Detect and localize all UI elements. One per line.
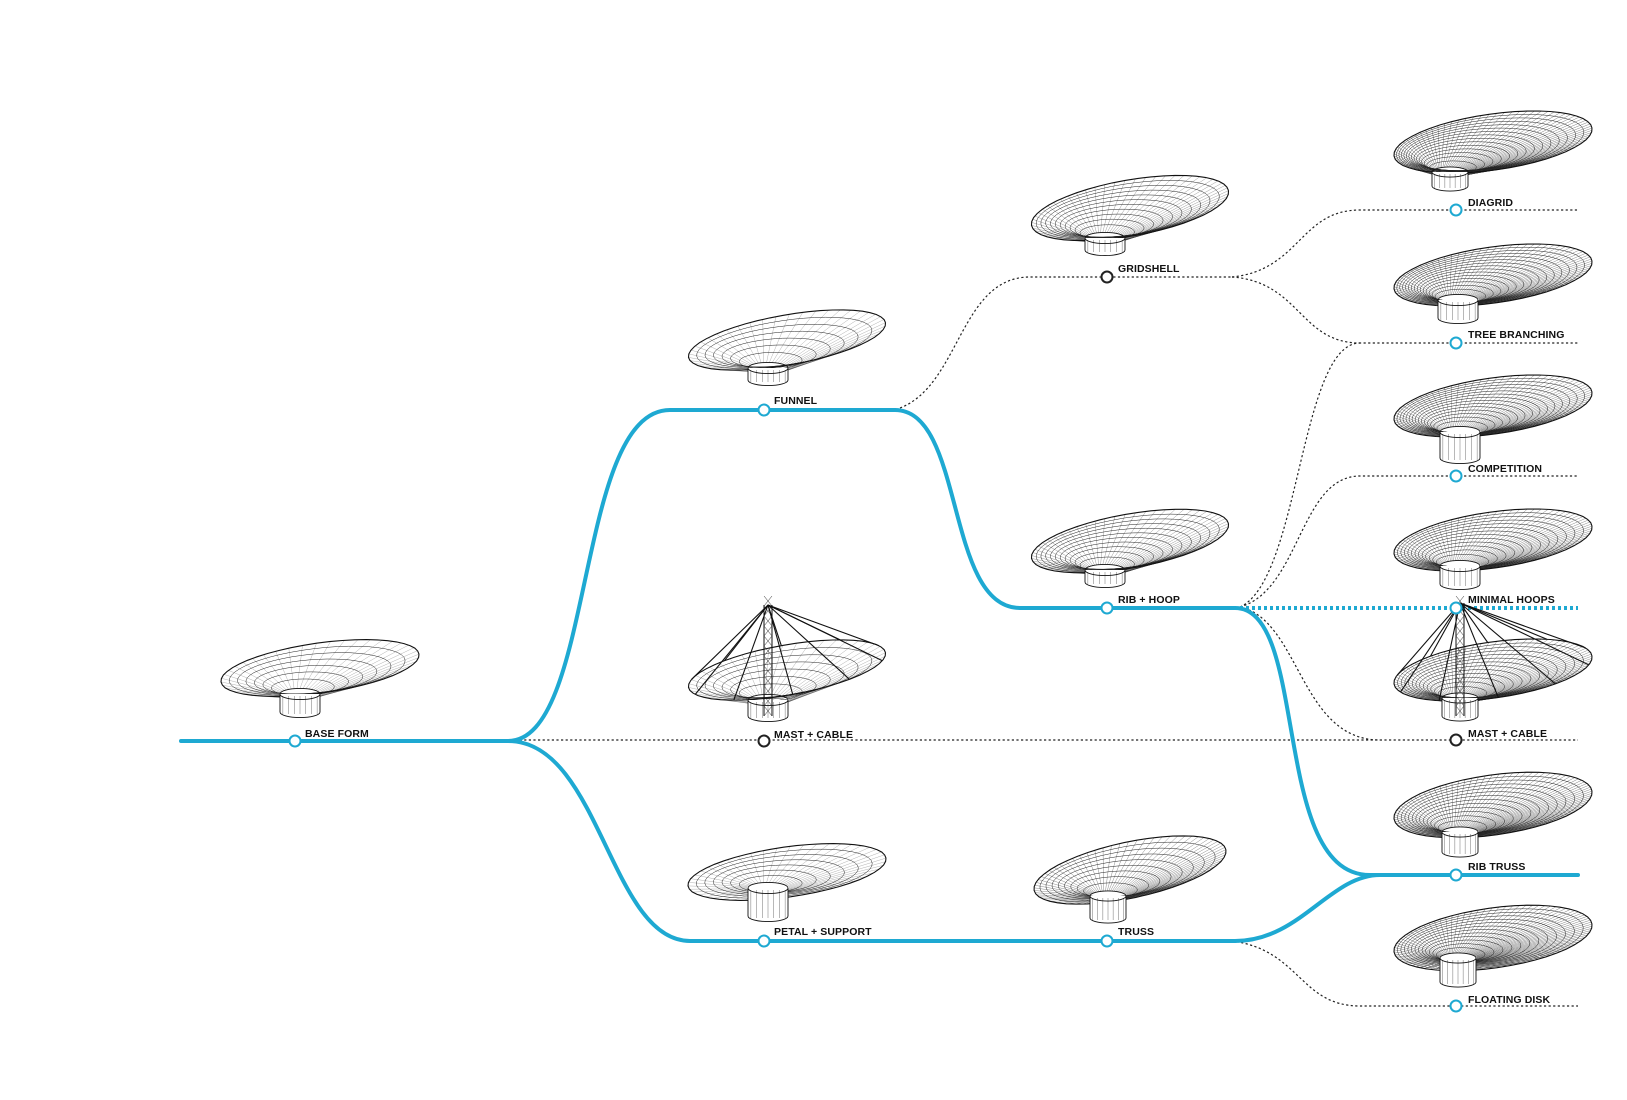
form-mast-cable-final: [1393, 595, 1593, 722]
form-gridshell-stem: [1084, 231, 1126, 257]
branch-rib-tree: [1239, 342, 1361, 608]
branch-rib-mast-cable: [1239, 606, 1381, 741]
label-diagrid: DIAGRID: [1468, 197, 1513, 209]
branch-rib-hoop-rib-truss: [1233, 606, 1580, 877]
label-tree-branching: TREE BRANCHING: [1468, 329, 1564, 341]
label-competition: COMPETITION: [1468, 463, 1542, 475]
label-funnel: FUNNEL: [774, 395, 818, 407]
branch-gridshell-diagrid: [1231, 209, 1578, 278]
form-petal: [687, 843, 887, 923]
form-competition: [1393, 374, 1593, 465]
form-competition-stem: [1439, 425, 1481, 465]
form-rib-hoop: [1030, 508, 1230, 589]
branch-base-petal: [506, 739, 1237, 943]
form-mast-cable-mid: [687, 595, 887, 723]
form-minimal-hoops-stem: [1439, 559, 1481, 591]
form-gridshell: [1030, 174, 1230, 257]
branch-funnel-rib-hoop: [893, 408, 1237, 610]
form-floating-disk-stem: [1439, 952, 1477, 988]
node-rib-truss[interactable]: [1449, 868, 1463, 882]
node-mast-cable-mid[interactable]: [757, 734, 771, 748]
branch-truss-rib-truss: [1233, 873, 1382, 943]
form-floating-disk: [1393, 904, 1593, 988]
form-rib-truss-stem: [1441, 826, 1479, 858]
form-tree-branching-stem: [1437, 293, 1479, 325]
form-funnel: [687, 309, 887, 387]
label-rib-hoop: RIB + HOOP: [1118, 594, 1180, 606]
form-truss-stem: [1089, 890, 1127, 924]
node-rib-hoop[interactable]: [1100, 601, 1114, 615]
node-labels: BASE FORM FUNNEL MAST + CABLE PETAL + SU…: [305, 197, 1564, 1006]
label-mast-cable-mid: MAST + CABLE: [774, 729, 853, 741]
form-truss: [1033, 835, 1227, 924]
branch-truss-floating: [1231, 940, 1578, 1007]
label-base-form: BASE FORM: [305, 728, 369, 740]
form-mast-cable-final-stem: [1441, 692, 1479, 722]
node-diagrid[interactable]: [1449, 203, 1463, 217]
form-base-stem: [279, 687, 321, 719]
node-mast-cable-final[interactable]: [1449, 733, 1463, 747]
label-floating-disk: FLOATING DISK: [1468, 994, 1551, 1006]
form-funnel-stem: [747, 361, 789, 387]
selected-branches: [179, 408, 1580, 943]
label-minimal-hoops: MINIMAL HOOPS: [1468, 594, 1555, 606]
node-minimal-hoops[interactable]: [1449, 601, 1463, 615]
label-truss: TRUSS: [1118, 926, 1154, 938]
form-diagrid-stem: [1431, 166, 1469, 192]
form-rib-truss: [1393, 771, 1593, 858]
form-petal-stem: [747, 881, 789, 923]
form-minimal-hoops: [1393, 508, 1593, 591]
node-competition[interactable]: [1449, 469, 1463, 483]
label-rib-truss: RIB TRUSS: [1468, 861, 1526, 873]
node-base-form[interactable]: [288, 734, 302, 748]
form-diagrid: [1393, 110, 1593, 192]
branch-rib-competition: [1239, 475, 1578, 608]
node-tree-branching[interactable]: [1449, 336, 1463, 350]
node-markers: [288, 203, 1463, 1013]
form-base: [220, 639, 420, 719]
form-models: [220, 110, 1593, 988]
node-funnel[interactable]: [757, 403, 771, 417]
node-petal-support[interactable]: [757, 934, 771, 948]
form-tree-branching: [1393, 243, 1593, 325]
label-gridshell: GRIDSHELL: [1118, 263, 1180, 275]
node-truss[interactable]: [1100, 934, 1114, 948]
node-floating-disk[interactable]: [1449, 999, 1463, 1013]
label-mast-cable-final: MAST + CABLE: [1468, 728, 1547, 740]
branch-gridshell-tree: [1231, 276, 1578, 344]
form-rib-hoop-stem: [1084, 563, 1126, 589]
branch-funnel-gridshell: [899, 276, 1232, 409]
branch-base-funnel: [506, 408, 897, 743]
label-petal-support: PETAL + SUPPORT: [774, 926, 872, 938]
node-gridshell[interactable]: [1100, 270, 1114, 284]
dashed-branches: [515, 209, 1578, 1007]
